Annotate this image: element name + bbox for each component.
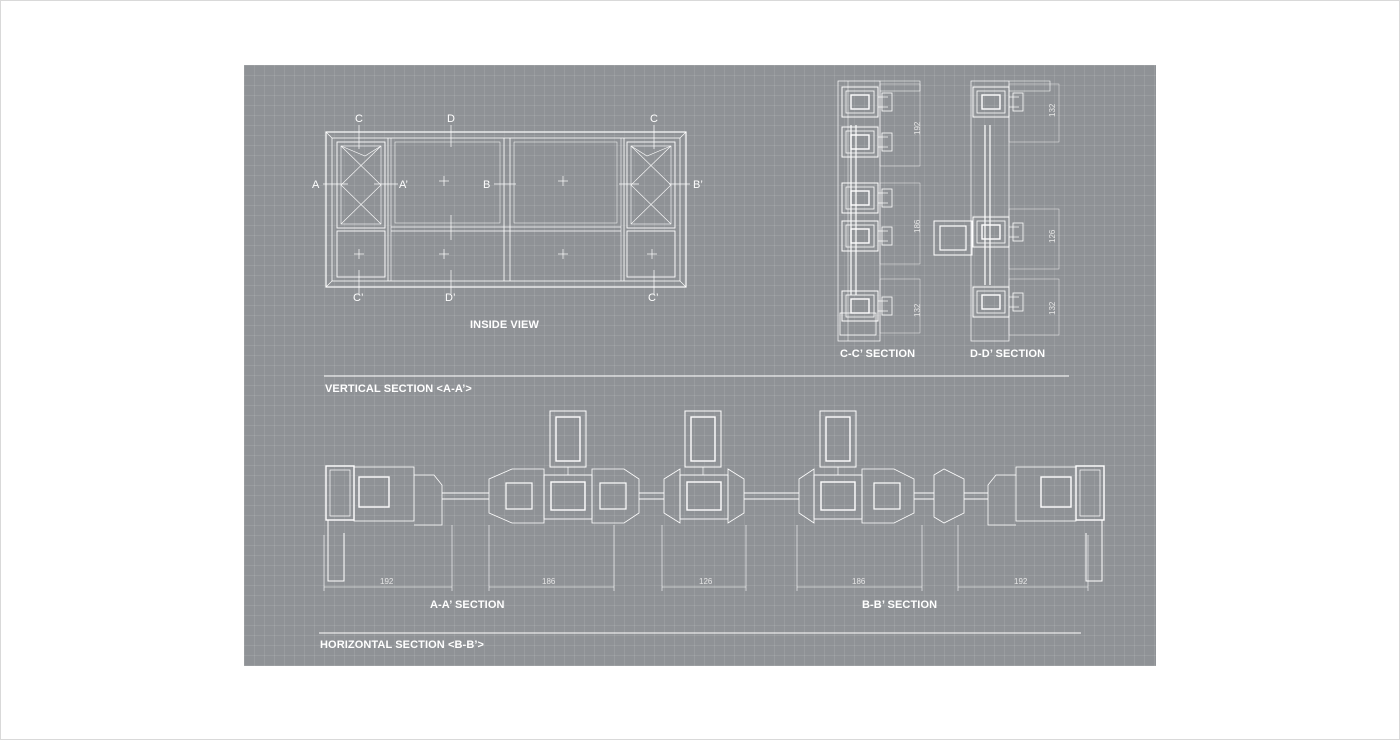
heading-a-section: A-A’ SECTION — [430, 599, 505, 611]
marker-d-bottom: D’ — [445, 292, 455, 304]
right-sash — [626, 141, 676, 229]
dim-d-3: 132 — [1048, 301, 1057, 315]
dim-h-5: 192 — [1014, 577, 1028, 586]
dim-d-1: 132 — [1048, 103, 1057, 117]
heading-horizontal-section: HORIZONTAL SECTION <B-B’> — [320, 639, 485, 651]
marker-a-prime: A’ — [399, 179, 408, 191]
marker-c-top-right: C — [650, 113, 658, 125]
heading-b-section: B-B’ SECTION — [862, 599, 938, 611]
heading-inside-view: INSIDE VIEW — [470, 319, 539, 331]
marker-b-prime: B’ — [693, 179, 703, 191]
technical-drawing: C D C A A’ B B’ C’ D’ C’ — [312, 80, 1105, 634]
inner-frame — [331, 137, 681, 282]
heading-c-section: C-C’ SECTION — [840, 348, 916, 360]
dim-h-1: 192 — [380, 577, 394, 586]
marker-c-top-left: C — [355, 113, 363, 125]
dim-c-2: 186 — [913, 219, 922, 233]
marker-b: B — [483, 179, 490, 191]
heading-d-section: D-D’ SECTION — [970, 348, 1046, 360]
section-markers: C D C A A’ B B’ C’ D’ C’ — [312, 113, 703, 304]
vertical-section-d — [933, 80, 1060, 342]
marker-c-bottom-left: C’ — [353, 292, 363, 304]
horizontal-dimensions: 192 186 126 186 192 — [380, 577, 1028, 586]
drawing-panel: C D C A A’ B B’ C’ D’ C’ — [244, 65, 1156, 666]
dim-c-3: 132 — [913, 303, 922, 317]
outer-frame — [325, 131, 687, 288]
dim-h-3: 126 — [699, 577, 713, 586]
marker-d-top: D — [447, 113, 455, 125]
marker-a: A — [312, 179, 320, 191]
left-sash — [336, 141, 386, 229]
marker-c-bottom-right: C’ — [648, 292, 658, 304]
inside-view — [323, 125, 690, 294]
dim-c-1: 192 — [913, 121, 922, 135]
dim-h-2: 186 — [542, 577, 556, 586]
vertical-dimensions: 192 186 132 132 126 132 — [913, 103, 1057, 317]
dim-h-4: 186 — [852, 577, 866, 586]
heading-vertical-section: VERTICAL SECTION <A-A’> — [325, 383, 472, 395]
horizontal-section — [323, 410, 1105, 591]
dim-d-2: 126 — [1048, 229, 1057, 243]
vertical-section-c — [837, 80, 921, 342]
